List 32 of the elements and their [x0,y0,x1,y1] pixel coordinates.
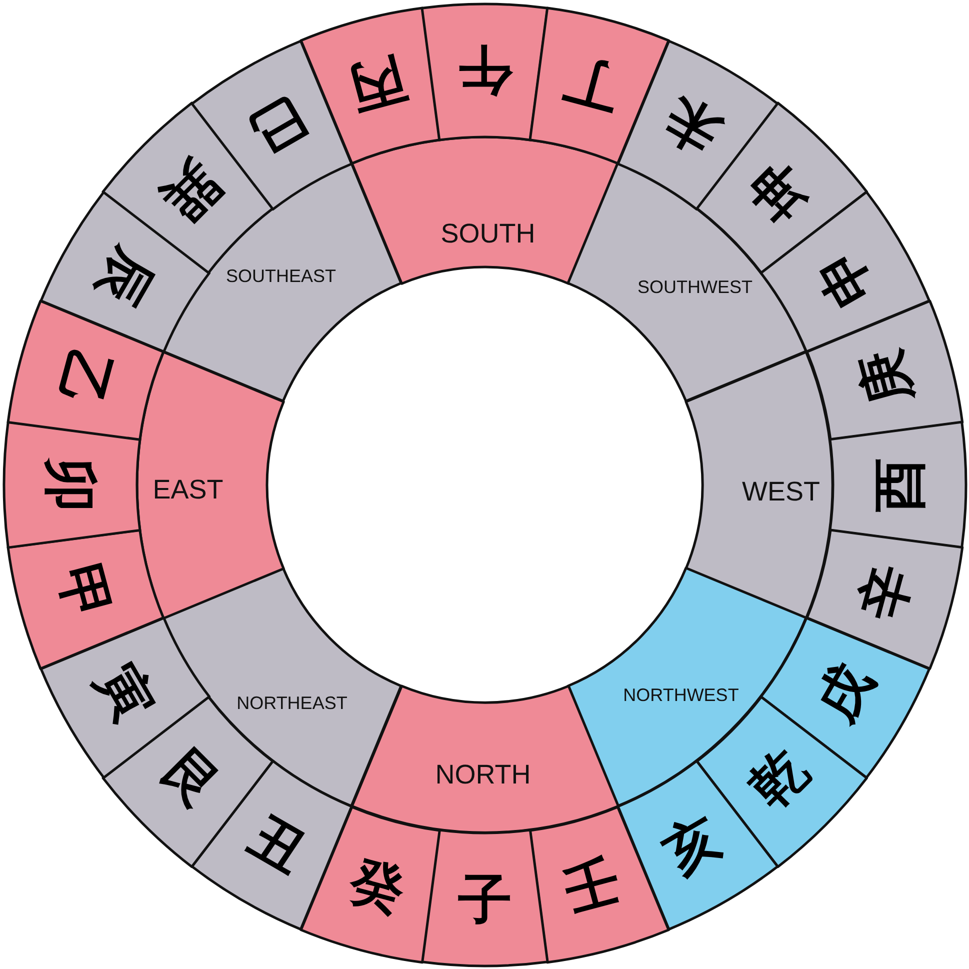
direction-label: SOUTHEAST [226,266,336,285]
ring-character: 辰 [90,241,164,315]
direction-label: NORTHEAST [236,694,348,712]
ring-character: 庚 [852,344,918,411]
ring-character: 癸 [344,852,411,918]
ring-character: 寅 [90,655,164,729]
ring-character: 乙 [52,344,118,411]
ring-character: 酉 [872,458,926,512]
direction-label: NORTH [435,761,531,788]
ring-character: 午 [458,44,512,98]
ring-character: 丁 [559,52,626,118]
ring-character: 亥 [655,806,729,880]
direction-label: NORTHWEST [623,686,739,704]
ring-character: 未 [655,90,729,164]
ring-character: 甲 [52,559,118,626]
ring-character: 壬 [559,852,626,918]
ring-character: 戌 [806,655,880,729]
ring-character: 坤 [740,154,816,230]
direction-label: EAST [152,476,224,504]
direction-label: WEST [742,478,820,506]
ring-character: 巳 [241,90,315,164]
ring-character: 卯 [44,458,98,512]
ring-character: 丙 [344,52,411,118]
ring-character: 丑 [241,806,315,880]
ring-character: 巽 [154,154,230,230]
ring-character: 辛 [852,559,918,626]
ring-character: 申 [806,241,880,315]
ring-character: 乾 [740,740,816,816]
direction-label: SOUTHWEST [637,278,752,296]
direction-label: SOUTH [440,220,536,248]
ring-character: 子 [458,872,512,926]
ring-character: 艮 [154,740,230,816]
